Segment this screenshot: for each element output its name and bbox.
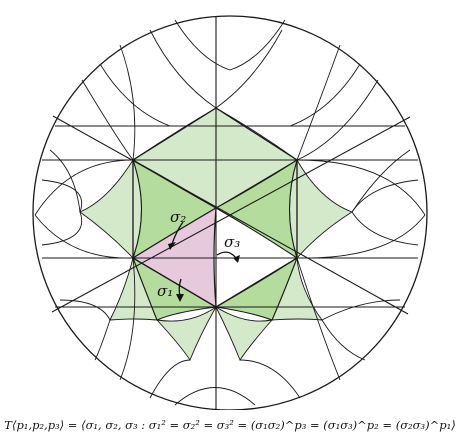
arc-top-right-2	[296, 79, 379, 161]
sigma3-arrow	[216, 251, 237, 259]
group-presentation-caption: T⟨p₁,p₂,p₃⟩ = ⟨σ₁, σ₂, σ₃ : σ₁² = σ₂² = …	[4, 418, 456, 432]
arc-bottom-left-2	[119, 257, 136, 381]
arc-bottom-right	[321, 299, 401, 361]
arc-right-bottom	[296, 214, 426, 259]
arc-top-left-3	[119, 44, 136, 161]
arc-top-right-3	[296, 44, 341, 161]
geodesic-lines	[42, 16, 418, 410]
arc-top-left-2	[81, 79, 134, 161]
arc-right-2	[351, 149, 411, 213]
arc-bottom-left	[59, 299, 111, 361]
arc-right	[351, 179, 419, 246]
arc-top-2	[215, 29, 283, 109]
arrow-heads	[168, 242, 240, 302]
arc-right-top	[296, 159, 426, 216]
poincare-disk-boundary	[32, 15, 428, 410]
boundary-arcs	[34, 19, 426, 406]
sigma2-label: σ₂	[170, 208, 186, 226]
outer-triangle-bottom	[155, 306, 217, 361]
hyperbolic-tiling-diagram: σ₂ σ₃ σ₁	[32, 15, 428, 410]
arc-top-left	[99, 63, 171, 127]
sigma2-arrow	[171, 221, 184, 245]
outer-shaded-triangles	[79, 107, 354, 361]
triangle-sigma3	[214, 158, 298, 260]
diagonal-geodesic-2	[51, 116, 411, 313]
arc-bottom-right-2	[296, 257, 341, 381]
arc-left-top	[34, 159, 134, 216]
sigma1-arrowhead	[176, 294, 184, 302]
sigma3-arrowhead	[233, 255, 240, 263]
outer-triangle-left	[79, 158, 142, 259]
arc-top-3	[174, 19, 286, 71]
sigma2-arrowhead	[168, 242, 176, 250]
arc-top-right	[289, 63, 361, 127]
sigma3-label: σ₃	[224, 233, 240, 251]
arc-bottom-2	[239, 359, 301, 399]
arc-bottom-3	[174, 387, 256, 406]
outer-triangle-right	[289, 158, 354, 259]
arc-left-2	[49, 149, 81, 213]
arc-bottom	[149, 359, 191, 399]
arc-left-bottom	[34, 214, 134, 259]
sigma1-label: σ₁	[157, 282, 173, 300]
outer-triangle-bottom-2	[214, 305, 274, 361]
arc-top	[149, 29, 217, 109]
